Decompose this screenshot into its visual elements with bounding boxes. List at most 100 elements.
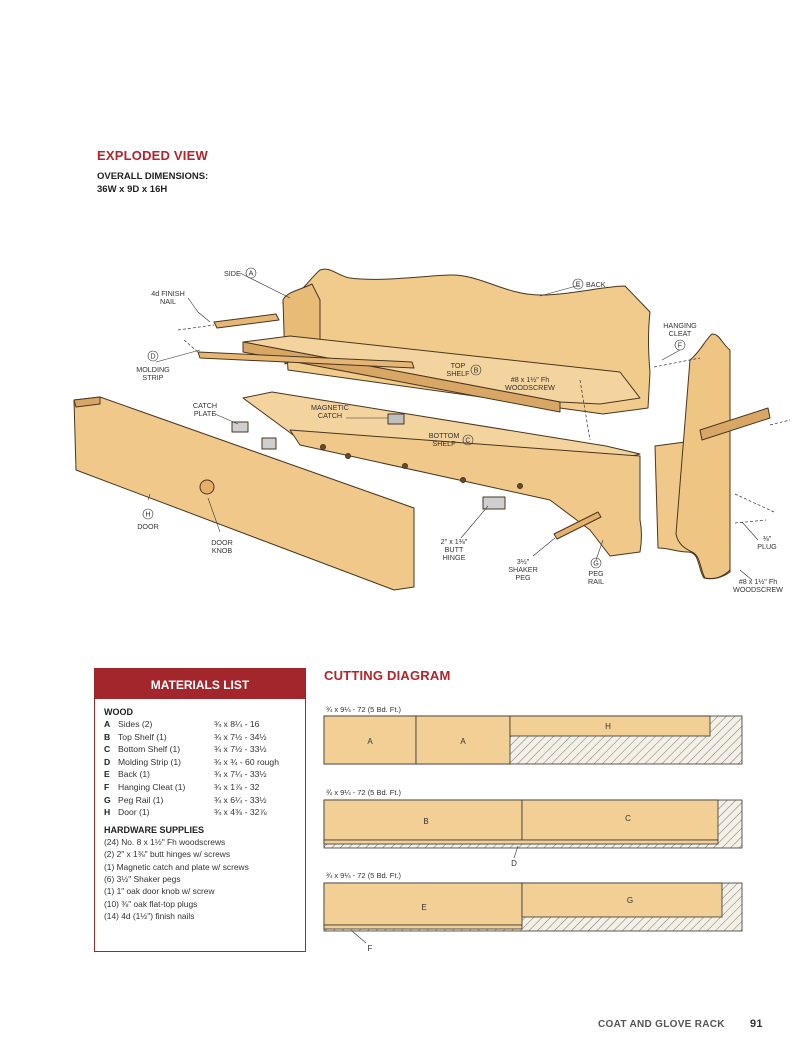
wood-name: Bottom Shelf (1) <box>118 744 181 755</box>
board-3-part-e-label: E <box>421 903 426 912</box>
board-3-part-e <box>323 882 523 926</box>
magnetic-catch-icon <box>387 413 405 425</box>
back-key: E <box>576 280 581 289</box>
top-shelf-label-2: SHELF <box>446 369 470 378</box>
peg-label-2: SHAKER <box>508 565 538 574</box>
overall-dimensions: OVERALL DIMENSIONS: 36W x 9D x 16H <box>97 170 208 196</box>
hardware-heading: HARDWARE SUPPLIES <box>104 824 205 835</box>
board-3-part-f-label: F <box>368 944 373 953</box>
wood-dims: ¾ x 4⅜ - 32⅞ <box>214 807 267 818</box>
catch-plate-label-2: PLATE <box>194 409 216 418</box>
screw-label-2: WOODSCREW <box>505 383 555 392</box>
door-knob-icon <box>199 479 215 495</box>
board-3-part-f <box>323 924 523 930</box>
door-label: DOOR <box>137 522 159 531</box>
wood-name: Top Shelf (1) <box>118 731 167 742</box>
board-1-label: ¾ x 9¼ - 72 (5 Bd. Ft.) <box>326 705 402 714</box>
dimensions-label: OVERALL DIMENSIONS: <box>97 171 209 182</box>
wood-dims: ¾ x 8¼ - 16 <box>214 719 260 729</box>
wood-key: E <box>104 769 110 780</box>
hinge-label-3: HINGE <box>443 553 466 562</box>
hanging-cleat-label-2: CLEAT <box>669 329 692 338</box>
catch-plate-label-1: CATCH <box>193 401 217 410</box>
wood-name: Sides (2) <box>118 719 153 729</box>
wood-key: C <box>104 744 111 755</box>
wood-name: Peg Rail (1) <box>118 794 164 805</box>
peg-rail-label-1: PEG <box>588 569 604 578</box>
hardware-item: (2) 2" x 1⅜" butt hinges w/ screws <box>104 849 231 860</box>
board-3-part-g <box>521 882 723 918</box>
hinge-label-1: 2" x 1⅜" <box>441 537 468 546</box>
bottom-shelf-label-1: BOTTOM <box>429 431 460 440</box>
peg-label-3: PEG <box>515 573 531 582</box>
finish-nail-label-1: 4d FINISH <box>151 289 185 298</box>
board-1-part-a1-label: A <box>367 737 373 746</box>
board-1-part-h-label: H <box>605 722 611 731</box>
side-label: SIDE <box>224 269 241 278</box>
top-shelf-label-1: TOP <box>451 361 466 370</box>
hinge-label-2: BUTT <box>445 545 464 554</box>
finish-nail-label-2: NAIL <box>160 297 176 306</box>
wood-row: G Peg Rail (1) ¾ x 6¼ - 33½ <box>95 794 305 807</box>
bottom-shelf-label-2: SHELF <box>432 439 456 448</box>
wood-row: C Bottom Shelf (1) ¾ x 7½ - 33½ <box>95 743 305 756</box>
hardware-item: (24) No. 8 x 1½" Fh woodscrews <box>104 836 226 847</box>
wood-dims: ¾ x 6¼ - 33½ <box>214 794 267 805</box>
wood-heading: WOOD <box>104 707 133 717</box>
wood-dims: ¾ x ¾ - 60 rough <box>214 756 279 767</box>
wood-name: Hanging Cleat (1) <box>118 781 186 792</box>
hanging-cleat-key: F <box>678 341 683 350</box>
hardware-item: (1) 1" oak door knob w/ screw <box>104 886 215 897</box>
molding-label-2: STRIP <box>142 373 163 382</box>
board-2-part-d-label: D <box>511 859 517 868</box>
door-key: H <box>145 510 150 519</box>
wood-dims: ¾ x 7½ - 34½ <box>214 731 267 742</box>
magnetic-label-2: CATCH <box>318 411 342 420</box>
board-2-part-d <box>323 839 719 845</box>
dimensions-value: 36W x 9D x 16H <box>97 184 168 195</box>
hardware-item: (14) 4d (1½") finish nails <box>104 911 195 922</box>
board-1-part-h <box>509 715 711 737</box>
wood-key: H <box>104 807 111 818</box>
knob-label-1: DOOR <box>211 538 233 547</box>
hardware-item: (10) ⅜" oak flat-top plugs <box>104 898 198 909</box>
cutting-diagram: ¾ x 9¼ - 72 (5 Bd. Ft.) A A H ¾ x 9¼ - 7… <box>323 705 743 953</box>
wood-key: F <box>104 781 110 792</box>
molding-strip <box>197 351 415 369</box>
shaker-peg-icon <box>553 511 602 540</box>
board-2-part-c-label: C <box>625 814 631 823</box>
wood-key: G <box>104 794 111 805</box>
board-3-label: ¾ x 9¼ - 72 (5 Bd. Ft.) <box>326 871 402 880</box>
wood-dims: ¾ x 7¼ - 33½ <box>214 769 267 780</box>
top-shelf-key: B <box>474 366 479 375</box>
peg-rail-label-2: RAIL <box>588 577 604 586</box>
wood-dims: ¾ x 7½ - 33½ <box>214 744 267 755</box>
wood-key: A <box>104 719 111 729</box>
screw2-label-1: #8 x 1½" Fh <box>739 577 778 586</box>
hinge-icon <box>482 496 506 510</box>
wood-row: A Sides (2) ¾ x 8¼ - 16 <box>95 718 305 731</box>
wood-name: Molding Strip (1) <box>118 756 182 767</box>
molding-key: D <box>150 352 155 361</box>
catch-plate-icon <box>231 421 249 433</box>
back-label: BACK <box>586 280 606 289</box>
hardware-list: (24) No. 8 x 1½" Fh woodscrews (2) 2" x 1… <box>95 836 305 923</box>
peg-rail-key: G <box>593 559 599 568</box>
hardware-item: (1) Magnetic catch and plate w/ screws <box>104 861 249 872</box>
wood-row: F Hanging Cleat (1) ¾ x 1⅞ - 32 <box>95 781 305 794</box>
wood-dims: ¾ x 1⅞ - 32 <box>214 781 260 792</box>
molding-label-1: MOLDING <box>136 365 170 374</box>
cutting-diagram-title: CUTTING DIAGRAM <box>324 668 451 683</box>
screw2-label-2: WOODSCREW <box>733 585 783 594</box>
hardware-item: (6) 3½" Shaker pegs <box>104 873 181 884</box>
plug-label-2: PLUG <box>757 542 777 551</box>
hanging-cleat-label-1: HANGING <box>663 321 697 330</box>
hanging-cleat <box>675 333 731 579</box>
board-2-label: ¾ x 9¼ - 72 (5 Bd. Ft.) <box>326 788 402 797</box>
plug-label-1: ⅜" <box>763 534 772 543</box>
